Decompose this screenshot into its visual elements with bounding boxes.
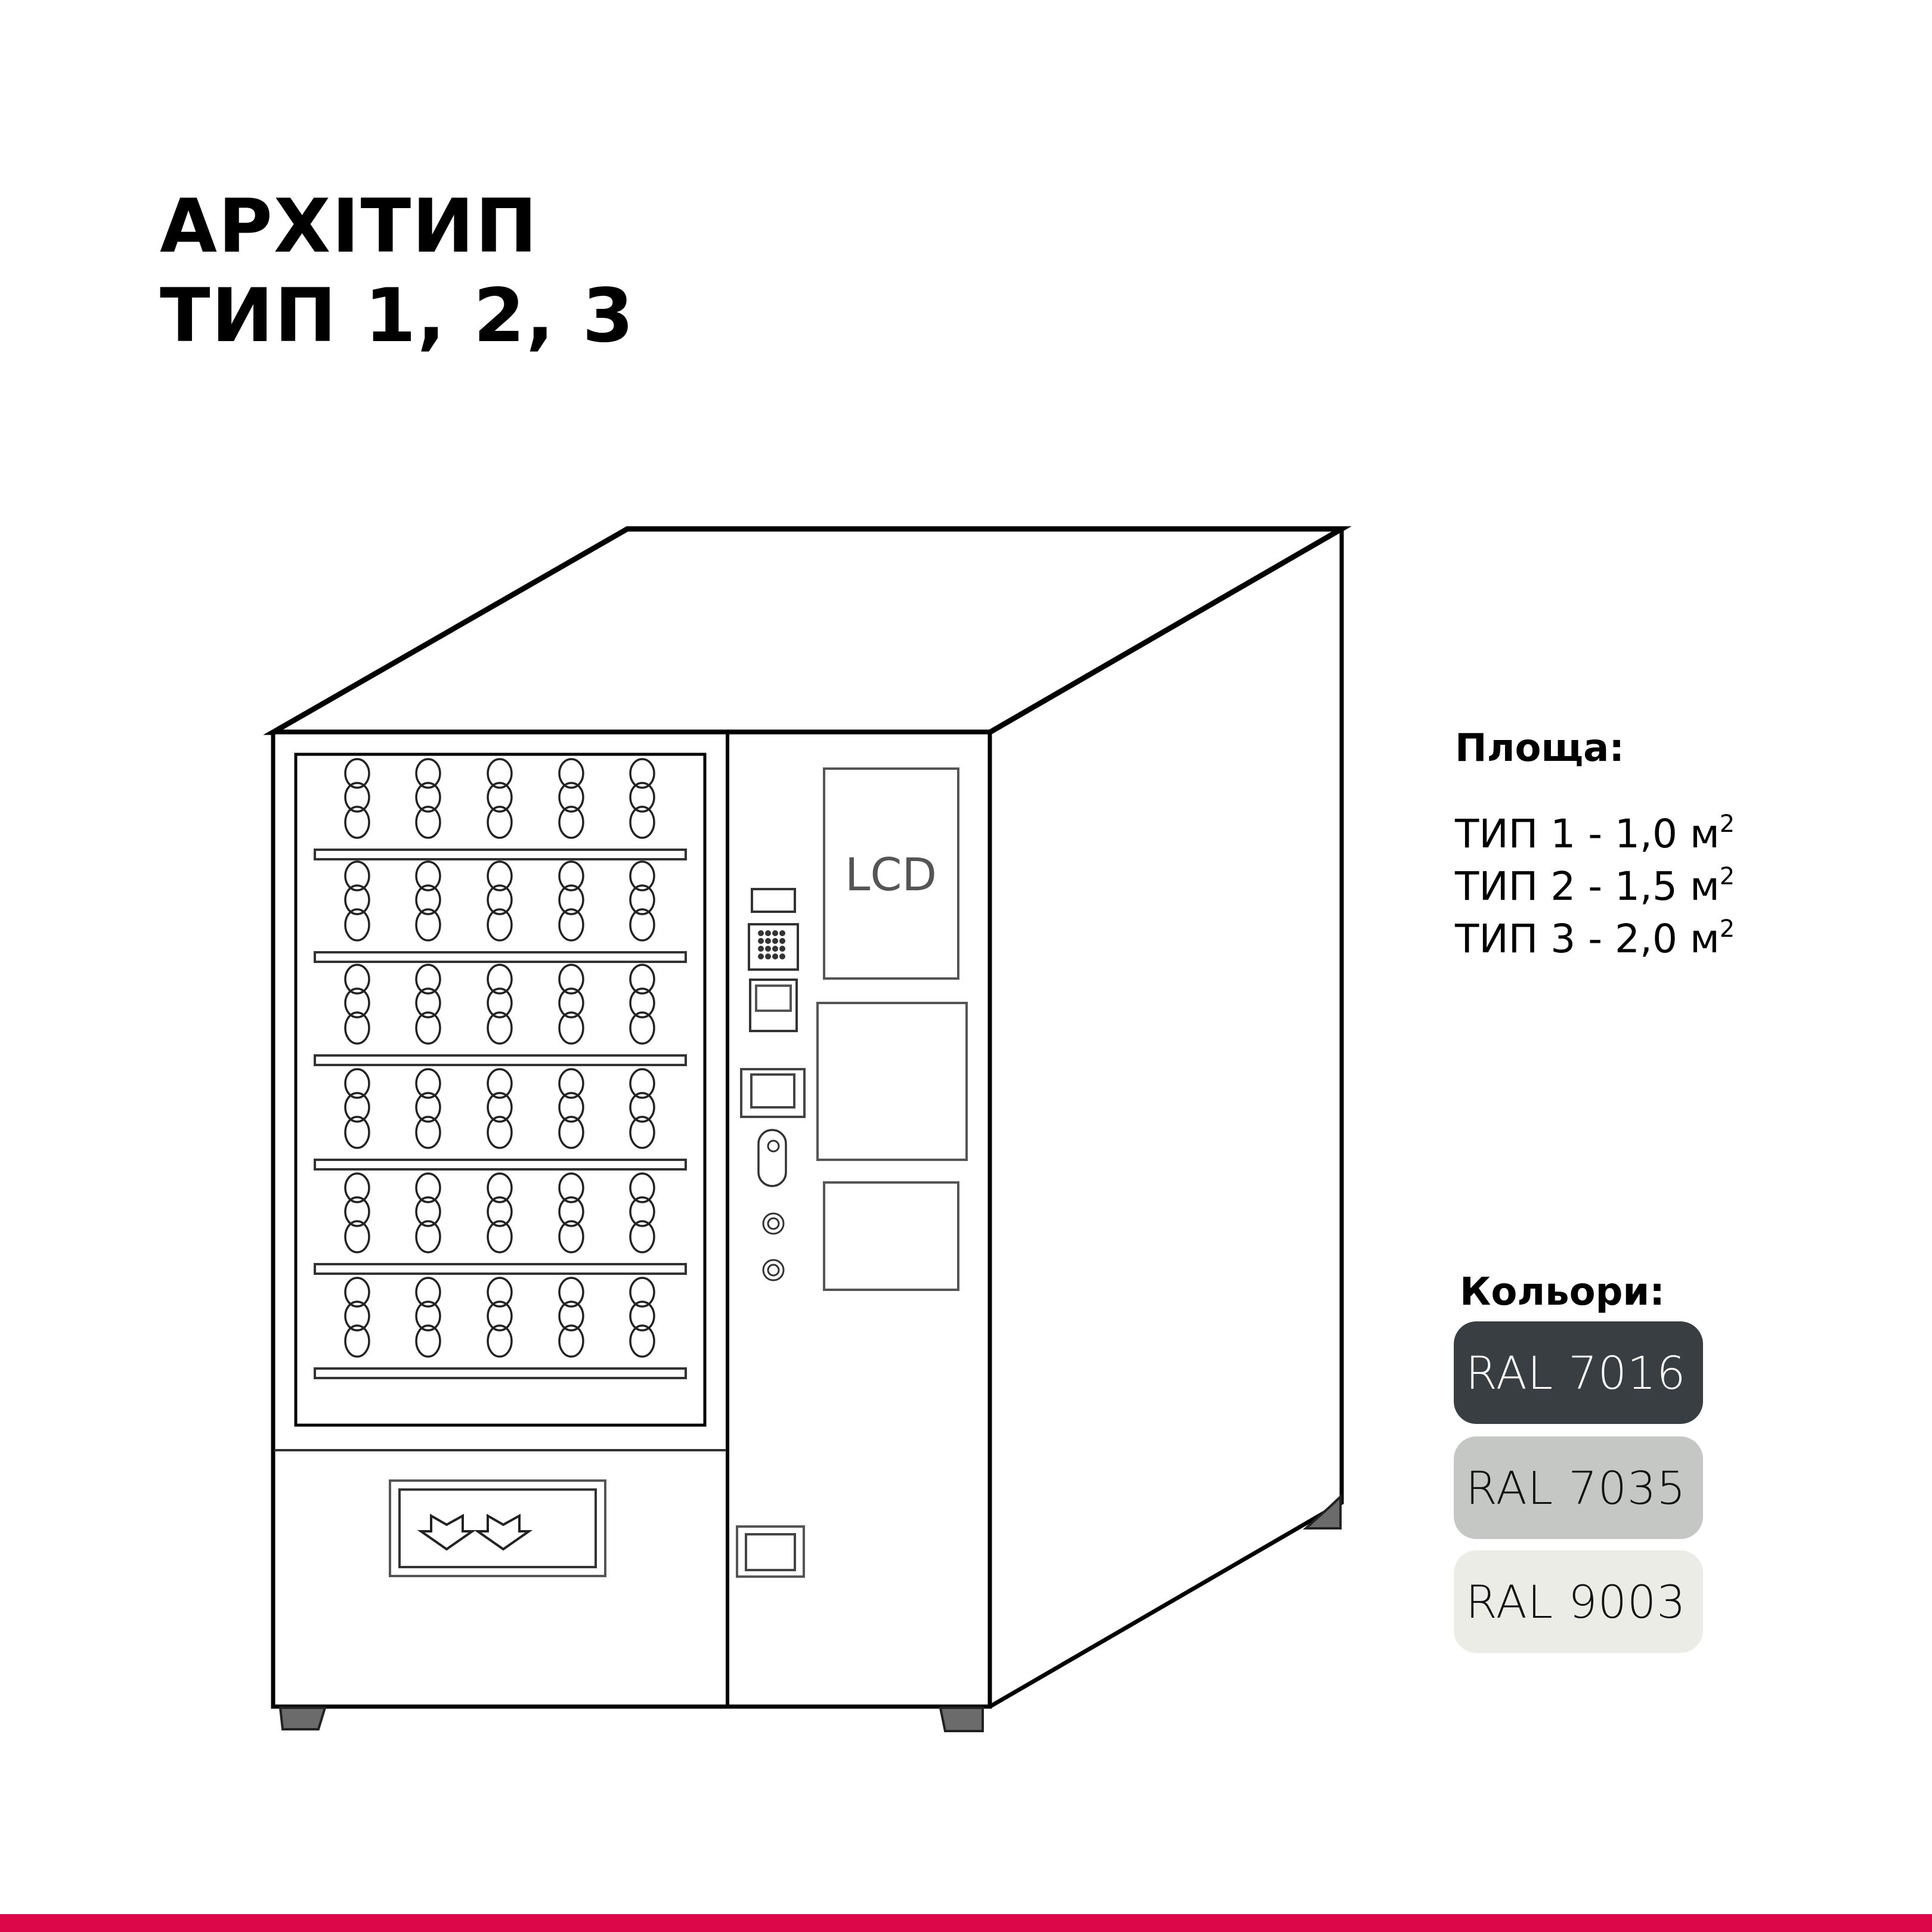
spiral-icon <box>487 1068 513 1149</box>
spiral-icon <box>487 964 513 1045</box>
spiral-icon <box>344 860 370 942</box>
spiral-icon <box>344 1277 370 1358</box>
area-list: ТИП 1 - 1,0 м2 ТИП 2 - 1,5 м2 ТИП 3 - 2,… <box>1455 808 1735 965</box>
bill-acceptor-slot <box>750 1073 795 1109</box>
spiral-icon <box>344 1068 370 1149</box>
color-swatch-ral-7035: RAL 7035 <box>1454 1436 1703 1539</box>
service-slot <box>745 1533 796 1571</box>
title-line-1: АРХІТИП <box>160 184 538 270</box>
arrow-down-icon <box>417 1513 533 1551</box>
machine-top-face <box>263 526 1352 735</box>
spiral-icon <box>629 1277 655 1358</box>
dispense-outer <box>389 1479 606 1577</box>
spiral-icon <box>558 860 584 942</box>
footer-strip <box>0 1914 1932 1932</box>
spiral-icon <box>629 758 655 839</box>
spiral-icon <box>487 860 513 942</box>
key-lock <box>757 1129 787 1187</box>
product-spirals <box>344 758 655 1358</box>
spiral-icon <box>487 758 513 839</box>
pickup-door <box>816 1002 968 1161</box>
spiral-icon <box>415 1068 441 1149</box>
spiral-icon <box>558 1172 584 1253</box>
area-item: ТИП 2 - 1,5 м2 <box>1455 863 1735 909</box>
machine-side-face <box>989 529 1344 1709</box>
colors-label: Кольори: <box>1460 1270 1665 1314</box>
area-label: Площа: <box>1455 726 1624 770</box>
spiral-icon <box>558 758 584 839</box>
spiral-icon <box>558 964 584 1045</box>
spiral-icon <box>558 1068 584 1149</box>
spiral-icon <box>344 964 370 1045</box>
spiral-icon <box>629 1068 655 1149</box>
spiral-icon <box>487 1277 513 1358</box>
spiral-icon <box>415 758 441 839</box>
spiral-icon <box>558 1277 584 1358</box>
coin-slot <box>751 888 796 913</box>
title-line-2: ТИП 1, 2, 3 <box>160 273 635 359</box>
dispense-inner <box>398 1488 597 1568</box>
button-icon <box>762 1212 785 1281</box>
lcd-screen <box>823 767 959 980</box>
card-reader-screen <box>755 984 792 1012</box>
spiral-icon <box>415 1277 441 1358</box>
keypad-icon <box>758 930 785 959</box>
color-swatch-ral-9003: RAL 9003 <box>1454 1550 1703 1653</box>
spiral-icon <box>344 758 370 839</box>
spiral-icon <box>415 964 441 1045</box>
area-item: ТИП 3 - 2,0 м2 <box>1455 915 1735 962</box>
service-slot-frame <box>736 1525 805 1578</box>
lcd-label: LCD <box>845 848 937 901</box>
info-panel <box>823 1181 959 1291</box>
shelves <box>314 849 687 1379</box>
keypad-frame <box>748 923 799 971</box>
glass-window <box>294 753 707 1427</box>
bill-acceptor-frame <box>740 1068 806 1118</box>
spiral-icon <box>415 1172 441 1253</box>
spiral-icon <box>629 1172 655 1253</box>
spiral-icon <box>487 1172 513 1253</box>
page-title: АРХІТИП ТИП 1, 2, 3 <box>160 182 635 361</box>
card-reader-frame <box>749 979 798 1032</box>
spiral-icon <box>629 860 655 942</box>
spiral-icon <box>344 1172 370 1253</box>
color-swatch-ral-7016: RAL 7016 <box>1454 1321 1703 1424</box>
area-item: ТИП 1 - 1,0 м2 <box>1455 810 1735 857</box>
machine-feet <box>278 1494 1342 1732</box>
spiral-icon <box>415 860 441 942</box>
spiral-icon <box>629 964 655 1045</box>
